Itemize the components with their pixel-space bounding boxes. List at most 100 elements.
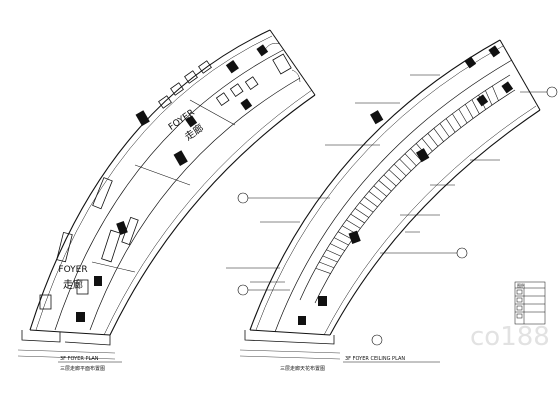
column	[501, 81, 514, 94]
radial-wall	[499, 39, 541, 111]
column	[94, 276, 102, 286]
bottom-wall	[244, 330, 335, 345]
planter	[39, 294, 52, 310]
column	[488, 45, 501, 58]
room-label-cn: 走廊	[63, 278, 83, 291]
column	[135, 110, 150, 127]
column	[318, 296, 327, 306]
ceiling-cell-divider	[359, 202, 374, 213]
column	[116, 220, 128, 236]
column	[416, 148, 430, 163]
counter	[158, 95, 172, 109]
ceiling-cell-divider	[439, 123, 450, 138]
door-swing	[291, 69, 301, 83]
legend-swatch	[516, 305, 523, 311]
planter	[76, 279, 89, 295]
column	[298, 316, 306, 325]
inner-wall-line	[109, 94, 316, 336]
column	[256, 44, 269, 57]
column	[225, 60, 239, 74]
ceiling-cell-divider	[315, 267, 331, 274]
ceiling-cell-divider	[433, 128, 444, 142]
column	[173, 150, 188, 167]
legend-table	[514, 281, 546, 325]
ceiling-cell-divider	[330, 243, 345, 251]
floor-plan-left	[17, 29, 316, 360]
ceiling-cell-divider	[393, 163, 407, 177]
columns-right	[298, 45, 514, 325]
annotation-leaders	[226, 74, 500, 283]
plan-caption-cn: 三层走廊平面布置图	[60, 365, 105, 372]
bench	[56, 231, 73, 263]
ceiling-cell-divider	[350, 213, 365, 224]
plan-caption-cn: 三层走廊天花布置图	[280, 365, 325, 372]
outer-wall-line	[249, 39, 501, 331]
column	[348, 230, 361, 245]
ceiling-cell-divider	[354, 208, 369, 218]
ceiling-light-grid	[315, 85, 499, 274]
ceiling-cell-divider	[364, 196, 378, 208]
ceiling-cell-divider	[378, 180, 392, 192]
radial-wall	[269, 29, 316, 96]
door-swing	[264, 43, 281, 51]
bench	[101, 229, 121, 263]
column	[464, 56, 477, 69]
radial-wall	[249, 329, 331, 336]
axis-bubble	[237, 284, 249, 296]
axis-markers	[237, 86, 558, 346]
counter	[184, 70, 198, 84]
ceiling-cell-divider	[373, 185, 387, 197]
inner-wall-line-outer	[323, 105, 537, 336]
corridor-wall	[54, 49, 284, 331]
legend-swatch	[516, 297, 523, 303]
plan-caption: 3F FOYER PLAN	[60, 356, 99, 362]
outer-wall-line	[29, 29, 271, 331]
axis-bubble	[237, 192, 249, 204]
ceiling-band	[299, 74, 511, 301]
ceiling-cell-divider	[337, 231, 353, 240]
counter	[215, 92, 230, 106]
counter	[244, 76, 259, 90]
ceiling-cell-divider	[492, 85, 499, 101]
column	[370, 110, 384, 125]
ceiling-cell-divider	[427, 133, 439, 147]
ceiling-cell-divider	[458, 108, 468, 124]
counter	[170, 82, 184, 96]
ceiling-cell-divider	[319, 261, 335, 269]
axis-bubble	[371, 334, 383, 346]
column	[476, 94, 489, 107]
ceiling-cell-divider	[445, 118, 456, 133]
inner-wall-line-outer	[103, 89, 313, 336]
column	[240, 98, 253, 111]
outer-wall-line-inner	[35, 35, 273, 331]
ceiling-cell-divider	[346, 219, 361, 229]
bench	[92, 177, 113, 210]
plan-caption: 3F FOYER CEILING PLAN	[345, 356, 405, 362]
ceiling-cell-divider	[485, 90, 493, 106]
radial-wall	[91, 261, 136, 273]
legend-title: 图例	[517, 282, 525, 288]
ceiling-cell-divider	[404, 153, 417, 167]
axis-bubble	[456, 247, 468, 259]
radial-wall	[29, 329, 111, 336]
legend-swatch	[516, 289, 523, 295]
column	[76, 312, 85, 322]
counter	[198, 60, 212, 74]
watermark: co188	[470, 322, 550, 352]
ceiling-cell-divider	[421, 138, 433, 152]
radial-wall	[134, 164, 191, 186]
bottom-wall	[21, 330, 61, 343]
inner-wall-line	[329, 109, 541, 336]
bottom-wall	[64, 335, 111, 346]
counter	[229, 83, 244, 97]
legend-swatch	[516, 313, 523, 319]
ceiling-cell-divider	[322, 255, 338, 263]
corridor-wall-2	[89, 77, 301, 331]
ceiling-cell-divider	[368, 191, 383, 202]
ceiling-cell-divider	[388, 169, 402, 182]
column	[185, 115, 198, 128]
room-label-en: FOYER	[58, 265, 87, 275]
ceiling-cell-divider	[452, 113, 462, 128]
ceiling-cell-divider	[383, 174, 397, 187]
